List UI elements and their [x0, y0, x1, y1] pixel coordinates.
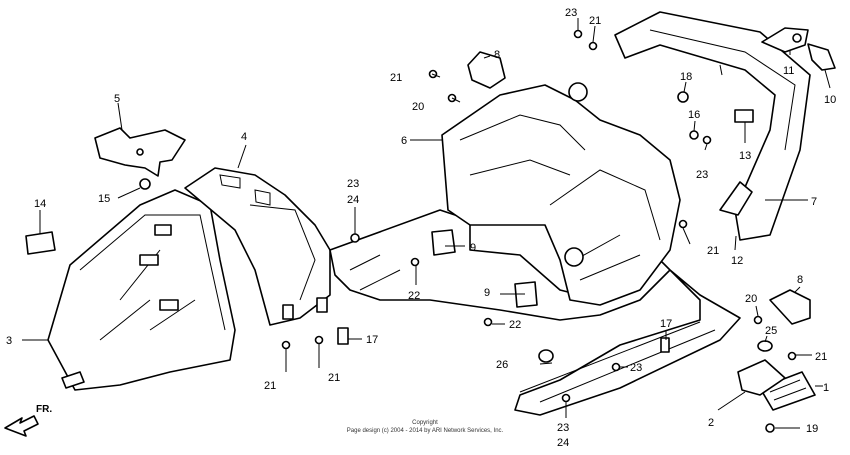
bracket-9-upper-part — [431, 229, 456, 256]
callout-18: 18 — [680, 71, 692, 83]
callout-labels: 1 2 3 4 5 6 7 8 8 9 9 10 11 12 13 14 15 … — [6, 7, 836, 449]
callout-5: 5 — [114, 93, 120, 105]
copyright-notice: Copyright Page design (c) 2004 - 2014 by… — [347, 420, 504, 434]
callout-23-a: 23 — [347, 178, 359, 190]
callout-16: 16 — [688, 109, 700, 121]
leg-shield-part — [441, 82, 681, 306]
front-direction-arrow: FR. — [4, 404, 52, 437]
callout-8-lower: 8 — [797, 274, 803, 286]
clip-part — [807, 43, 836, 71]
reflector-part — [759, 371, 816, 411]
reflector-base-part — [737, 359, 786, 396]
copyright-line-1: Copyright — [412, 420, 438, 426]
callout-23-d: 23 — [630, 362, 642, 374]
callout-21-c: 21 — [707, 245, 719, 257]
callout-14: 14 — [34, 198, 46, 210]
callout-26: 26 — [496, 359, 508, 371]
callout-23-e: 23 — [557, 422, 569, 434]
callout-17-left: 17 — [366, 334, 378, 346]
fasteners — [139, 29, 797, 433]
callout-17-right: 17 — [660, 318, 672, 330]
callout-21-e: 21 — [264, 380, 276, 392]
callout-10: 10 — [824, 94, 836, 106]
callout-22-a: 22 — [408, 290, 420, 302]
trim-strip-part — [719, 181, 753, 216]
bracket-9-lower-part — [514, 281, 538, 308]
callout-21-b: 21 — [589, 15, 601, 27]
callout-12: 12 — [731, 255, 743, 267]
callout-7: 7 — [811, 196, 817, 208]
callout-25: 25 — [765, 325, 777, 337]
front-marker-text: FR. — [36, 404, 52, 415]
callout-1: 1 — [823, 382, 829, 394]
front-fender-part — [47, 189, 236, 391]
callout-6: 6 — [401, 135, 407, 147]
cover-8-upper-part — [467, 51, 506, 89]
callout-20-lower: 20 — [745, 293, 757, 305]
callout-8-upper: 8 — [494, 49, 500, 61]
callout-15: 15 — [98, 193, 110, 205]
callout-23-b: 23 — [565, 7, 577, 19]
bracket-plate-part — [94, 127, 186, 177]
cover-8-lower-part — [769, 289, 811, 325]
callout-11: 11 — [783, 65, 794, 77]
callout-3: 3 — [6, 335, 12, 347]
latch-part — [761, 27, 809, 53]
callout-21-a: 21 — [390, 72, 402, 84]
floor-cover-part — [329, 209, 741, 416]
callout-22-b: 22 — [509, 319, 521, 331]
callout-9-lower: 9 — [484, 287, 490, 299]
callout-20-upper: 20 — [412, 101, 424, 113]
callout-2: 2 — [708, 417, 714, 429]
callout-9-upper: 9 — [470, 242, 476, 254]
callout-4: 4 — [241, 131, 247, 143]
callout-23-c: 23 — [696, 169, 708, 181]
callout-21-f: 21 — [328, 372, 340, 384]
copyright-line-2: Page design (c) 2004 - 2014 by ARI Netwo… — [347, 428, 504, 434]
callout-24-b: 24 — [557, 437, 569, 449]
callout-24-a: 24 — [347, 194, 359, 206]
callout-21-d: 21 — [815, 351, 827, 363]
callout-13: 13 — [739, 150, 751, 162]
pad-part — [25, 231, 56, 255]
inner-fender-part — [184, 167, 331, 326]
leader-lines — [22, 18, 831, 429]
callout-19: 19 — [806, 423, 818, 435]
